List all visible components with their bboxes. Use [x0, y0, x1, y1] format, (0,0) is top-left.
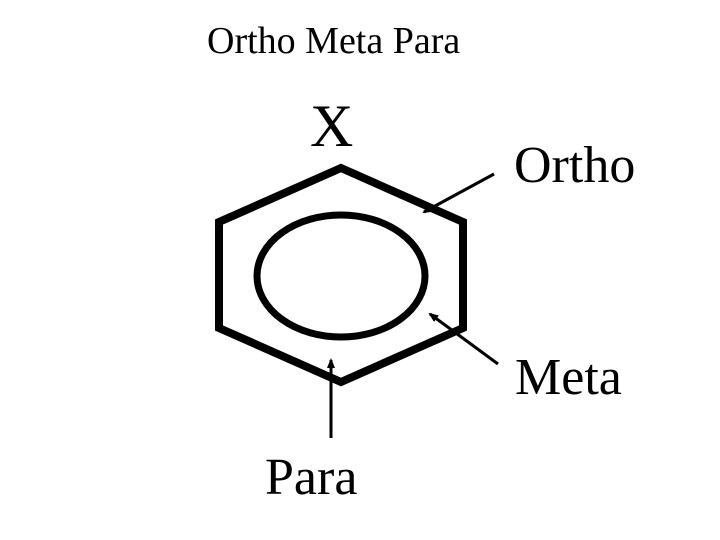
- benzene-ring-hexagon: [215, 163, 467, 387]
- meta-arrow: [428, 312, 499, 366]
- benzene-ring-circle: [253, 211, 429, 341]
- para-label: Para: [265, 449, 358, 506]
- diagram-title: Ortho Meta Para: [207, 20, 461, 62]
- ortho-arrow: [422, 172, 495, 214]
- substituent-label: X: [310, 93, 354, 159]
- ortho-label: Ortho: [514, 137, 636, 194]
- meta-label: Meta: [515, 349, 622, 406]
